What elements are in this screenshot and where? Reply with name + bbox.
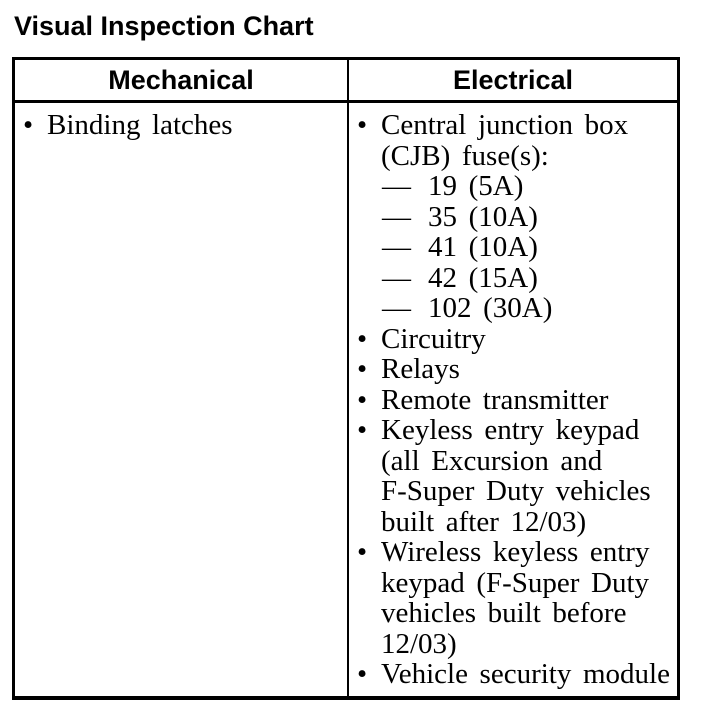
- list-item-dash: — 102 (30A): [382, 293, 675, 324]
- bullet-marker: •: [23, 109, 34, 141]
- list-item-text: 42 (15A): [428, 261, 538, 294]
- list-item-text: Relays: [381, 353, 460, 385]
- list-item-text: Central junction box (CJB) fuse(s):: [381, 109, 629, 172]
- list-item-bullet: • Binding latches: [23, 110, 345, 141]
- list-item-text: Remote transmitter: [381, 383, 609, 416]
- table-header-row: Mechanical Electrical: [15, 60, 677, 103]
- list-item-bullet: • Wireless keyless entry keypad (F-Super …: [357, 537, 675, 659]
- bullet-marker: •: [357, 536, 368, 568]
- bullet-marker: •: [357, 353, 368, 385]
- table-body-row: • Binding latches • Central junction box (…: [15, 103, 677, 696]
- list-item-text: 102 (30A): [428, 292, 553, 324]
- dash-marker: —: [382, 170, 411, 202]
- list-item-dash: — 42 (15A): [382, 261, 675, 294]
- electrical-column-cell: •Central junction box (CJB) fuse(s):—19 …: [347, 103, 677, 696]
- bullet-marker: •: [357, 414, 368, 446]
- list-item-bullet: • Central junction box (CJB) fuse(s):: [357, 110, 675, 171]
- page-title: Visual Inspection Chart: [14, 11, 314, 41]
- bullet-marker: •: [357, 658, 368, 690]
- column-header-mechanical: Mechanical: [108, 64, 254, 95]
- list-item-text: Keyless entry keypad (all Excursion and …: [381, 414, 651, 538]
- mechanical-column-cell: • Binding latches: [15, 103, 347, 696]
- list-item-text: 19 (5A): [428, 170, 524, 202]
- bullet-marker: •: [357, 322, 368, 355]
- dash-marker: —: [382, 231, 411, 263]
- list-item-text: Wireless keyless entry keypad (F-Super D…: [381, 536, 650, 660]
- list-item-text: 35 (10A): [428, 200, 538, 233]
- list-item-text: Vehicle security module: [381, 658, 670, 690]
- dash-marker: —: [382, 200, 411, 233]
- list-item-text: Binding latches: [47, 109, 233, 141]
- dash-marker: —: [382, 292, 411, 324]
- list-item-bullet: • Relays: [357, 354, 675, 385]
- column-header-electrical: Electrical: [347, 60, 677, 100]
- list-item-bullet: • Keyless entry keypad (all Excursion and…: [357, 415, 675, 537]
- list-item-text: Circuitry: [381, 322, 486, 355]
- list-item-bullet: • Circuitry: [357, 322, 675, 355]
- visual-inspection-table: Mechanical Electrical • Binding latches •…: [12, 57, 680, 700]
- list-item-bullet: • Vehicle security module: [357, 659, 675, 690]
- bullet-marker: •: [357, 109, 368, 141]
- list-item-dash: — 35 (10A): [382, 200, 675, 233]
- list-item-bullet: • Remote transmitter: [357, 383, 675, 416]
- list-item-dash: — 19 (5A): [382, 171, 675, 202]
- dash-marker: —: [382, 261, 411, 294]
- list-item-text: 41 (10A): [428, 231, 538, 263]
- list-item-dash: — 41 (10A): [382, 232, 675, 263]
- bullet-marker: •: [357, 383, 368, 416]
